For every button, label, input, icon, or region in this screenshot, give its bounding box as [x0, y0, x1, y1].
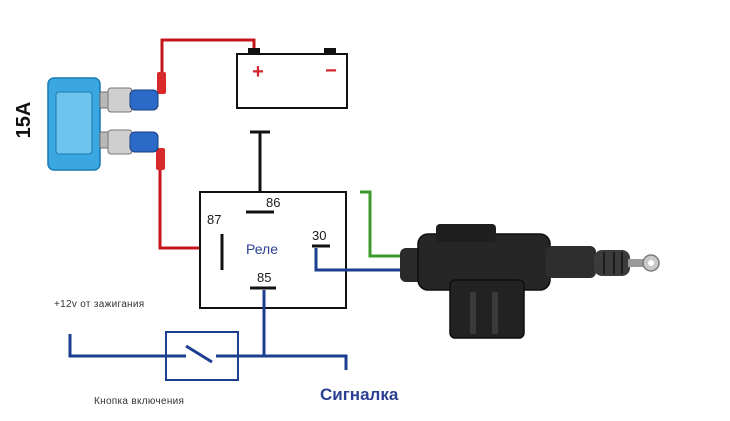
- relay-pin-85: 85: [257, 270, 271, 285]
- battery-terminal-positive: [248, 48, 260, 55]
- ignition-button: [165, 331, 239, 381]
- crimp-sleeve-top: [157, 72, 166, 94]
- wire-fuse-to-battery-plus: [160, 38, 256, 94]
- battery-minus-sign: −: [325, 60, 337, 82]
- relay-pin-30: 30: [312, 228, 326, 243]
- fuse-rating-label: 15A: [13, 102, 35, 139]
- relay-pin-86: 86: [266, 195, 280, 210]
- battery-body: [236, 53, 348, 109]
- actuator-rod-eye-hole: [648, 260, 654, 266]
- fuse-window: [55, 91, 93, 155]
- actuator-neck: [546, 246, 596, 278]
- actuator-rib-2: [492, 292, 498, 334]
- actuator-rib-1: [470, 292, 476, 334]
- actuator-lower-housing: [449, 279, 525, 339]
- door-lock-actuator: [400, 224, 660, 339]
- actuator-wire-boot: [400, 248, 422, 282]
- actuator-top-cap: [436, 224, 496, 242]
- relay-pin-87: 87: [207, 212, 221, 227]
- button-label: Кнопка включения: [94, 396, 184, 407]
- ignition-label: +12v от зажигания: [54, 299, 144, 310]
- alarm-label: Сигналка: [320, 385, 399, 404]
- spade-terminal-top: [107, 87, 133, 113]
- battery-terminal-negative: [324, 48, 336, 55]
- insulated-connector-top: [129, 89, 159, 111]
- insulated-connector-bottom: [129, 131, 159, 153]
- crimp-sleeve-bottom: [156, 148, 165, 170]
- battery: + −: [236, 48, 348, 109]
- wire-ignition-to-button: [68, 334, 180, 358]
- battery-plus-sign: +: [252, 61, 264, 83]
- fuse: [47, 77, 159, 171]
- spade-terminal-bottom: [107, 129, 133, 155]
- button-lever: [185, 344, 213, 364]
- actuator-rod-boot: [594, 250, 630, 276]
- relay: 86 87 30 85 Реле: [199, 191, 347, 309]
- blue-wires: [68, 248, 418, 370]
- wire-button-to-alarm: [222, 354, 348, 370]
- wire-green-to-actuator: [360, 190, 414, 258]
- actuator-rod: [628, 259, 646, 267]
- relay-label: Реле: [246, 241, 278, 257]
- wire-relay-30-to-actuator: [314, 248, 418, 272]
